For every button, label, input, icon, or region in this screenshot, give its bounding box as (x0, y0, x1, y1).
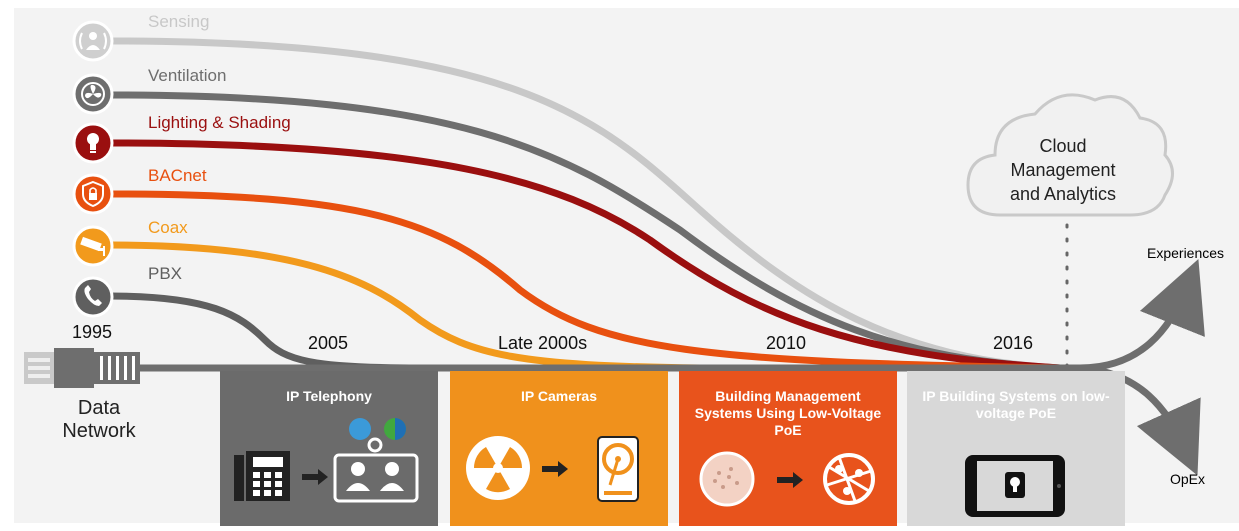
pbx-label: PBX (148, 264, 183, 283)
data-network-line1: Data (77, 397, 121, 419)
lighting-shading-label: Lighting & Shading (148, 113, 291, 132)
arrow-right-icon (302, 469, 328, 485)
experiences-arrow (1079, 259, 1205, 372)
panel-title: IP Building Systems on low-voltage PoE (922, 388, 1110, 421)
opex-label: OpEx (1170, 471, 1206, 487)
phone-icon (72, 276, 114, 318)
year-start: 1995 (72, 322, 113, 342)
security-camera-icon (72, 225, 114, 267)
milestone-2005: 2005 (308, 333, 349, 353)
panel-title: IP Telephony (286, 388, 372, 404)
panel-title: Building Management Systems Using Low-Vo… (694, 388, 882, 438)
globe-network-icon (823, 453, 875, 505)
fan-icon (72, 73, 114, 115)
opex-arrow (1079, 364, 1201, 476)
video-conference-icon (333, 418, 419, 503)
panel-ip-cameras: IP Cameras (450, 371, 668, 526)
cloud-line3: and Analytics (1009, 184, 1117, 204)
cloud-label: Cloud Management and Analytics (980, 134, 1146, 206)
cameras-illustration (466, 436, 639, 502)
sensing-label: Sensing (148, 12, 210, 31)
panel-title: IP Cameras (520, 388, 597, 404)
cloud-line1: Cloud (1039, 136, 1087, 156)
ventilation-label: Ventilation (148, 66, 227, 85)
ceiling-sensor-icon (699, 451, 755, 507)
bacnet-curve (109, 190, 1061, 372)
arrow-right-icon (542, 461, 568, 477)
milestone-2016: 2016 (993, 333, 1034, 353)
milestone-2010: 2010 (766, 333, 807, 353)
cloud-line2: Management (1010, 160, 1116, 180)
coax-curve (109, 241, 701, 372)
desk-phone-icon (234, 451, 290, 501)
light-bulb-icon (72, 122, 114, 164)
milestone-late-2000s: Late 2000s (498, 333, 588, 353)
ventilation-curve (109, 91, 1061, 372)
sensing-curve (109, 37, 1061, 372)
ethernet-plug-icon (24, 348, 140, 388)
bacnet-label: BACnet (148, 166, 207, 185)
panel-ip-building-systems: IP Building Systems on low-voltage PoE (907, 371, 1125, 526)
tablet-icon (965, 455, 1065, 517)
radiation-icon (466, 436, 530, 500)
sensor-icon (72, 20, 114, 62)
shield-lock-icon (72, 173, 114, 215)
panel-ip-telephony: IP Telephony (220, 371, 438, 526)
telephony-illustration (234, 418, 419, 503)
experiences-label: Experiences (1147, 245, 1225, 261)
hard-drive-icon (597, 436, 639, 502)
cloud-shape (966, 93, 1174, 217)
arrow-right-icon (777, 472, 803, 488)
ip-building-illustration (965, 455, 1065, 517)
lighting-curve (109, 139, 1061, 372)
panel-building-management: Building Management Systems Using Low-Vo… (679, 371, 897, 526)
data-network-line2: Network (62, 420, 136, 442)
data-network-label: Data Network (48, 397, 150, 443)
bms-illustration (699, 451, 875, 507)
coax-label: Coax (148, 218, 188, 237)
